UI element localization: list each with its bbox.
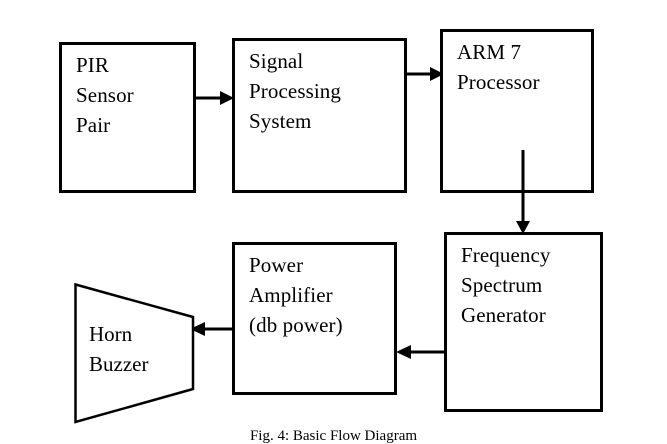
- node-signal-processing-system-label: Signal Processing System: [249, 49, 341, 133]
- node-horn-buzzer-label: Horn Buzzer: [89, 322, 149, 376]
- connector-frequency-to-amplifier: [396, 342, 446, 362]
- node-horn-buzzer[interactable]: Horn Buzzer: [73, 282, 196, 425]
- node-pir-sensor-pair-label: PIR Sensor Pair: [76, 53, 134, 137]
- node-frequency-spectrum-generator[interactable]: Frequency Spectrum Generator: [444, 232, 603, 412]
- connector-signal-to-arm7: [407, 64, 444, 84]
- connector-amplifier-to-horn: [190, 319, 234, 339]
- node-signal-processing-system[interactable]: Signal Processing System: [232, 38, 407, 193]
- node-frequency-spectrum-generator-label: Frequency Spectrum Generator: [461, 243, 551, 327]
- connector-pir-to-signal: [196, 88, 234, 108]
- node-pir-sensor-pair[interactable]: PIR Sensor Pair: [59, 42, 196, 193]
- node-power-amplifier-label: Power Amplifier (db power): [249, 253, 343, 337]
- node-arm7-processor-label: ARM 7 Processor: [457, 40, 540, 94]
- figure-caption: Fig. 4: Basic Flow Diagram: [249, 428, 418, 444]
- connector-arm7-to-frequency: [513, 150, 533, 234]
- node-arm7-processor[interactable]: ARM 7 Processor: [440, 29, 594, 193]
- node-power-amplifier[interactable]: Power Amplifier (db power): [232, 242, 397, 395]
